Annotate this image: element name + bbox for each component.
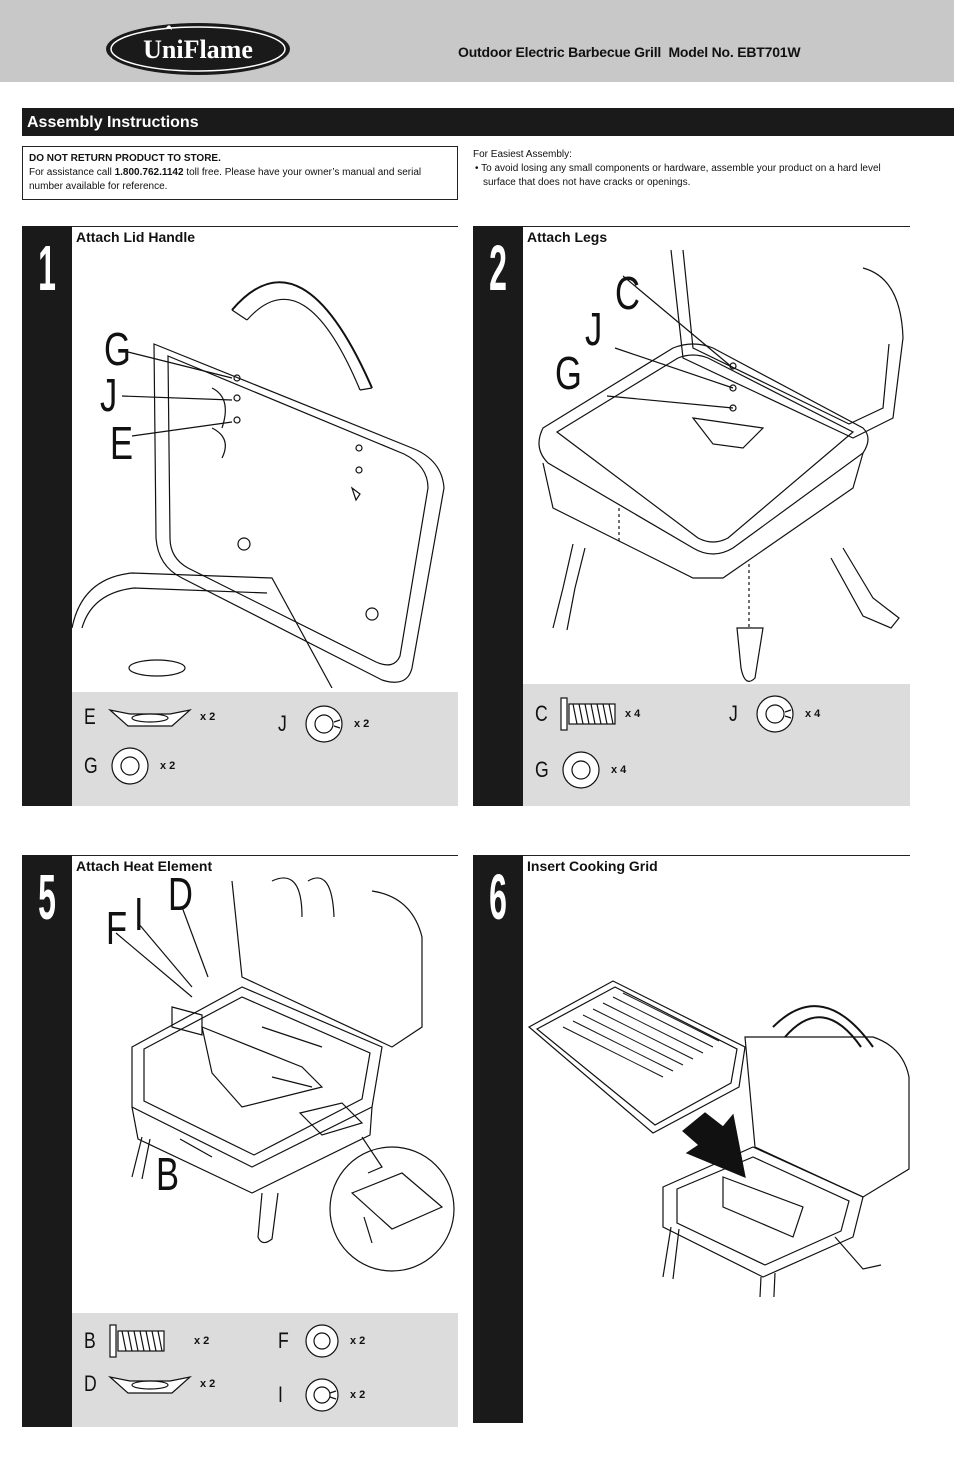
part-qty: x 2 bbox=[200, 711, 216, 723]
parts-panel: C x 4 J x 4 G x 4 bbox=[523, 684, 910, 806]
part-j: J x 2 bbox=[278, 704, 369, 744]
part-i: I x 2 bbox=[278, 1377, 365, 1413]
section-title: Assembly Instructions bbox=[27, 114, 199, 131]
part-b: B x 2 bbox=[84, 1321, 209, 1361]
notice-heading: DO NOT RETURN PRODUCT TO STORE. bbox=[29, 153, 221, 164]
part-qty: x 2 bbox=[350, 1335, 366, 1347]
part-letter: D bbox=[84, 1371, 97, 1396]
step-number: 6 bbox=[489, 861, 507, 933]
callout-label: J bbox=[100, 369, 118, 421]
part-letter: I bbox=[278, 1382, 283, 1407]
step-1: 1 Attach Lid Handle G J E E x 2 J bbox=[22, 226, 458, 806]
step-title: Attach Legs bbox=[527, 229, 608, 245]
part-letter: J bbox=[729, 701, 738, 726]
part-j: J x 4 bbox=[729, 694, 820, 734]
step-5: 5 Attach Heat Element D I F B B bbox=[22, 855, 458, 1427]
step-2: 2 Attach Legs C J G C x 4 J x 4 bbox=[473, 226, 910, 806]
flat-washer-icon bbox=[562, 751, 600, 789]
lock-washer-icon bbox=[756, 695, 794, 733]
easy-heading: For Easiest Assembly: bbox=[473, 149, 572, 160]
callout-label: G bbox=[104, 323, 131, 375]
flat-washer-icon bbox=[111, 747, 149, 785]
cooking-grid-illustration bbox=[527, 980, 910, 1297]
step-number: 1 bbox=[38, 232, 56, 304]
step-rule bbox=[72, 855, 458, 856]
step-rule bbox=[72, 226, 458, 227]
wing-nut-icon bbox=[108, 708, 192, 727]
callout-label: I bbox=[134, 888, 144, 940]
lock-washer-icon bbox=[305, 1378, 339, 1412]
step-number-bar: 1 bbox=[22, 226, 72, 806]
bolt-icon bbox=[560, 697, 616, 731]
part-letter: J bbox=[278, 711, 287, 736]
part-qty: x 2 bbox=[354, 718, 370, 730]
easy-bullet: • To avoid losing any small components o… bbox=[475, 163, 881, 188]
callout-label: G bbox=[555, 347, 582, 399]
part-qty: x 2 bbox=[350, 1389, 366, 1401]
part-letter: G bbox=[84, 753, 98, 778]
part-qty: x 2 bbox=[194, 1335, 210, 1347]
phone-number: 1.800.762.1142 bbox=[114, 167, 184, 178]
part-e: E x 2 bbox=[84, 704, 215, 730]
step-6: 6 Insert Cooking Grid bbox=[473, 855, 910, 1423]
part-f: F x 2 bbox=[278, 1323, 365, 1359]
lid-handle-illustration bbox=[72, 281, 445, 688]
flat-washer-icon bbox=[305, 1324, 339, 1358]
lock-washer-icon bbox=[305, 705, 343, 743]
uniflame-logo: UniFlame bbox=[106, 23, 290, 75]
notice-text: For assistance call 1.800.762.1142 toll … bbox=[29, 166, 451, 194]
wing-nut-icon bbox=[108, 1375, 192, 1394]
step-title: Attach Lid Handle bbox=[76, 229, 196, 245]
section-bar: Assembly Instructions bbox=[22, 108, 954, 136]
step-number-bar: 6 bbox=[473, 855, 523, 1423]
part-letter: C bbox=[535, 701, 548, 726]
part-d: D x 2 bbox=[84, 1371, 215, 1397]
callout-label: B bbox=[156, 1148, 180, 1200]
step-number-bar: 5 bbox=[22, 855, 72, 1427]
step-number-bar: 2 bbox=[473, 226, 523, 806]
callout-label: F bbox=[106, 902, 128, 954]
part-qty: x 4 bbox=[611, 764, 627, 776]
parts-panel: E x 2 J x 2 G x 2 bbox=[72, 692, 458, 806]
part-g: G x 4 bbox=[535, 750, 626, 790]
heat-element-illustration bbox=[115, 877, 455, 1272]
callout-label: D bbox=[168, 868, 193, 920]
part-letter: F bbox=[278, 1328, 289, 1353]
step-number: 5 bbox=[38, 861, 56, 933]
callout-label: C bbox=[615, 267, 640, 319]
callout-label: E bbox=[110, 417, 134, 469]
callout-label: J bbox=[585, 303, 603, 355]
step-title: Insert Cooking Grid bbox=[527, 858, 658, 874]
bolt-icon bbox=[109, 1324, 165, 1358]
part-letter: G bbox=[535, 757, 549, 782]
parts-panel: B x 2 F x 2 D x 2 I x 2 bbox=[72, 1313, 458, 1427]
svg-text:UniFlame: UniFlame bbox=[143, 35, 253, 64]
page-header: UniFlame Outdoor Electric Barbecue Grill… bbox=[0, 0, 954, 82]
part-letter: B bbox=[84, 1328, 96, 1353]
part-qty: x 4 bbox=[805, 708, 821, 720]
part-qty: x 4 bbox=[625, 708, 641, 720]
part-qty: x 2 bbox=[160, 760, 176, 772]
step-rule bbox=[523, 855, 910, 856]
step-number: 2 bbox=[489, 232, 507, 304]
notice-text-pre: For assistance call bbox=[29, 167, 115, 178]
step-title: Attach Heat Element bbox=[76, 858, 213, 874]
notice-box: DO NOT RETURN PRODUCT TO STORE. For assi… bbox=[22, 146, 458, 200]
part-g: G x 2 bbox=[84, 746, 175, 786]
part-letter: E bbox=[84, 704, 96, 729]
legs-illustration bbox=[538, 249, 904, 682]
part-c: C x 4 bbox=[535, 694, 640, 734]
document-title: Outdoor Electric Barbecue Grill Model No… bbox=[458, 44, 801, 60]
step-rule bbox=[523, 226, 910, 227]
notice-text-post: toll free. Please have your owner’s manu… bbox=[29, 167, 422, 192]
part-qty: x 2 bbox=[200, 1378, 216, 1390]
easy-assembly-note: For Easiest Assembly: • To avoid losing … bbox=[473, 148, 913, 190]
